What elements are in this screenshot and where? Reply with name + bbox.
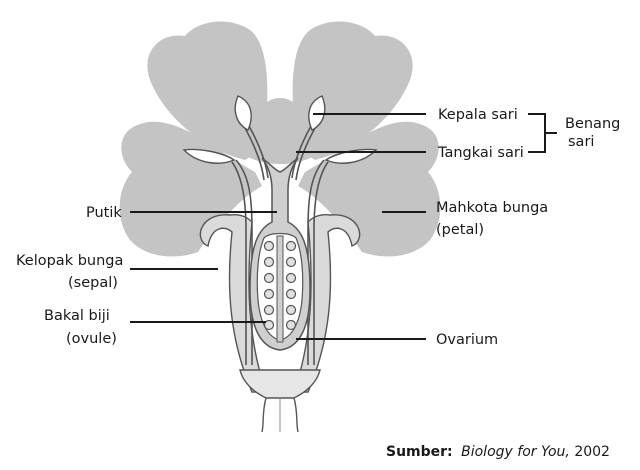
filament-left-inner-b [248,125,269,179]
benang-sari-bracket [528,113,557,153]
ovules [263,240,297,331]
label-mahkota-bunga: Mahkota bunga [436,200,548,216]
stamen-filaments [231,125,329,365]
label-kelopak-bunga: Kelopak bunga [16,253,123,269]
label-kepala-sari: Kepala sari [438,107,518,123]
filament-right-outer [313,161,329,365]
label-sari: sari [568,134,594,150]
stem-group [239,369,321,433]
ovule [285,288,297,300]
source-citation: Sumber: Biology for You, 2002 [386,444,610,460]
anther-top-left [234,95,252,131]
label-petal: (petal) [436,222,484,238]
filament-right-inner-b [291,125,312,179]
ovule [263,288,275,300]
ovule [285,319,297,331]
label-bakal-biji: Bakal biji [44,308,110,324]
ovary-septum [276,235,284,343]
anther-side-left [182,148,236,164]
filament-right-inner [295,127,316,181]
ovule [285,272,297,284]
source-year: 2002 [574,444,610,460]
label-putik: Putik [86,205,122,221]
label-tangkai-sari: Tangkai sari [437,145,524,161]
ovule [285,240,297,252]
ovule [263,256,275,268]
filament-left-inner [244,127,265,181]
anthers [182,95,378,164]
receptacle [239,369,321,399]
label-ovarium: Ovarium [436,332,498,348]
ovule [263,240,275,252]
ovule [263,272,275,284]
leader-lines [130,113,557,340]
ovule [285,256,297,268]
petal-top-right [292,21,413,160]
ovule [263,319,275,331]
petal-top-left [147,21,268,160]
label-sepal: (sepal) [68,275,118,291]
label-benang: Benang [565,116,620,132]
filament-left-outer-b [235,159,253,365]
label-ovule: (ovule) [66,331,117,347]
labels: Kepala sari Tangkai sari Benang sari Mah… [16,107,620,348]
source-prefix: Sumber: [386,444,453,460]
stem [261,397,299,433]
filament-right-outer-b [307,159,325,365]
ovule [285,304,297,316]
source-title: Biology for You, [461,444,570,460]
filament-left-outer [231,161,247,365]
ovule [263,304,275,316]
